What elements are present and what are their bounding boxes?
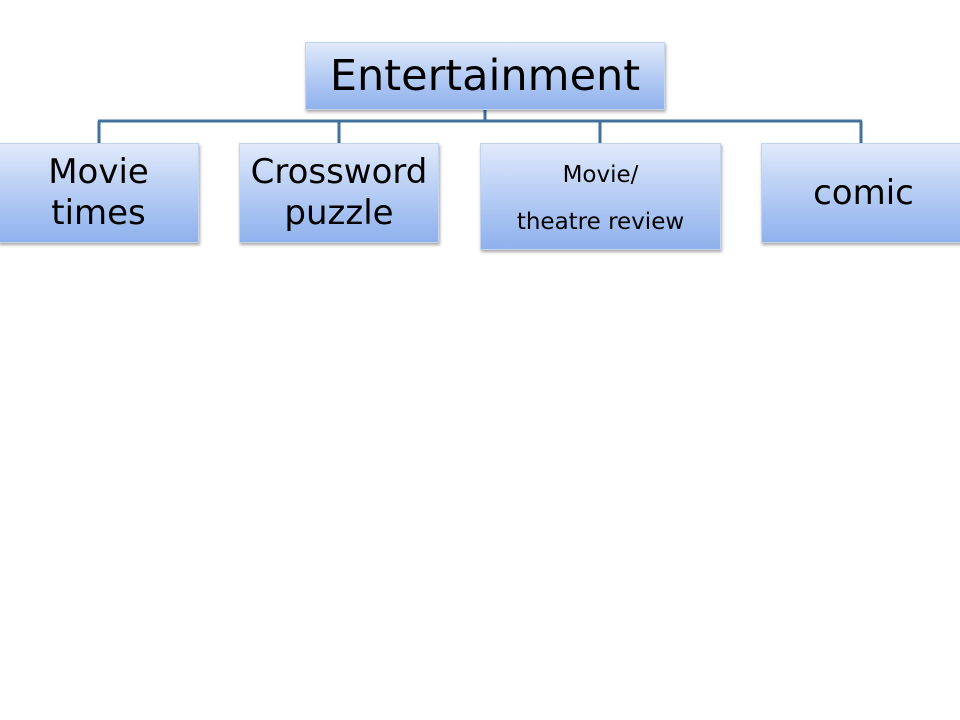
child-node-label-line: times: [51, 193, 146, 233]
child-node-label-line: Crossword: [250, 152, 428, 192]
child-node-movie-theatre-review: Movie/ theatre review: [480, 143, 721, 250]
child-node-label-line: theatre review: [516, 208, 685, 235]
child-node-label-line: comic: [813, 172, 914, 213]
child-node-label-line: Movie: [48, 152, 149, 192]
child-node-crossword-puzzle: Crossword puzzle: [239, 143, 439, 243]
child-node-label-line: puzzle: [284, 193, 394, 233]
root-node-label: Entertainment: [329, 51, 641, 101]
child-node-label-line: Movie/: [562, 161, 639, 188]
child-node-movie-times: Movie times: [0, 143, 199, 243]
child-node-comic: comic: [761, 143, 960, 243]
root-node-entertainment: Entertainment: [305, 42, 665, 110]
